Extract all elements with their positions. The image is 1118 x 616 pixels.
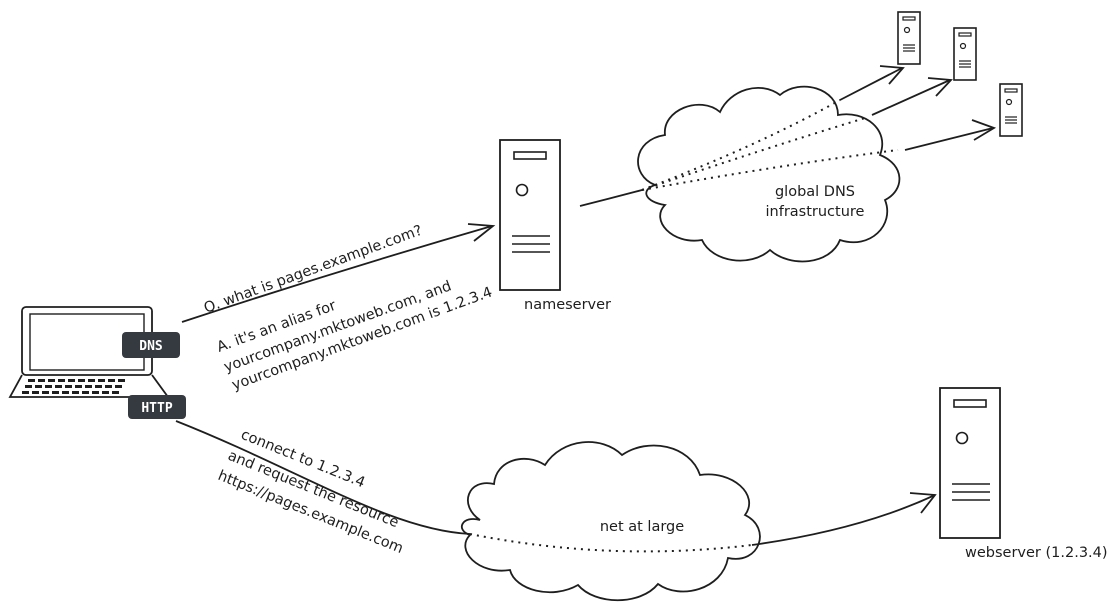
dns-badge-label: DNS <box>139 339 163 354</box>
http-request-arrow <box>751 492 937 546</box>
dns-answer-line-3: yourcompany.mktoweb.com is 1.2.3.4 <box>230 284 495 393</box>
webserver-label: webserver (1.2.3.4) <box>965 545 1108 561</box>
dns-outbound-arrows <box>839 65 997 151</box>
dns-server-icon-1 <box>897 11 921 65</box>
net-dotted-path <box>469 533 753 553</box>
laptop-icon <box>8 306 170 398</box>
http-badge-label: HTTP <box>141 401 172 416</box>
dns-dotted-paths <box>641 99 899 191</box>
nameserver-link <box>579 189 643 207</box>
global-dns-label-line-2: infrastructure <box>766 204 865 220</box>
dns-server-icon-3 <box>999 83 1023 137</box>
global-dns-label-line-1: global DNS <box>775 184 855 200</box>
webserver-icon <box>939 387 1001 539</box>
net-at-large-cloud <box>460 441 761 602</box>
dns-query-arrow <box>181 223 496 323</box>
dns-server-icon-2 <box>953 27 977 81</box>
http-badge: HTTP <box>128 395 186 419</box>
global-dns-cloud <box>637 85 901 263</box>
dns-badge: DNS <box>122 332 180 358</box>
net-at-large-label: net at large <box>600 519 684 535</box>
http-path <box>175 420 471 535</box>
nameserver-icon <box>499 139 561 291</box>
nameserver-label: nameserver <box>524 297 611 313</box>
